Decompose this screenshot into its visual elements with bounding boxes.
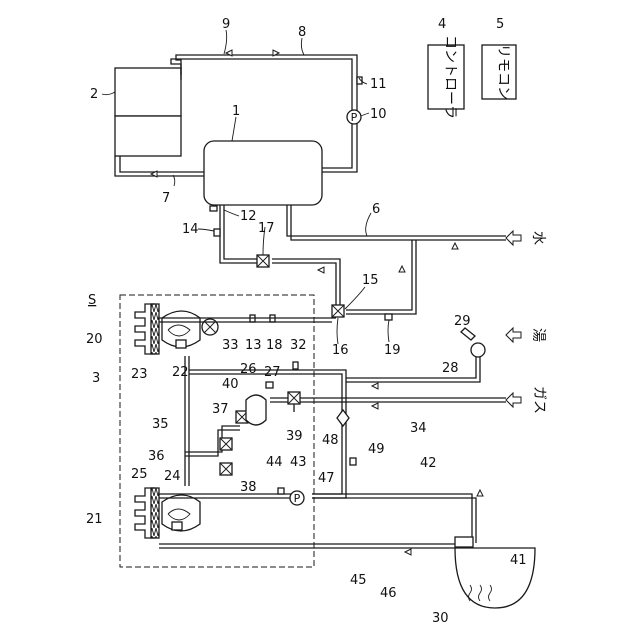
ref-12: 12 bbox=[240, 209, 257, 224]
pump-label-top: P bbox=[351, 111, 358, 124]
ref-46: 46 bbox=[380, 586, 397, 601]
ref-S: S bbox=[88, 293, 96, 308]
ref-48: 48 bbox=[322, 433, 339, 448]
ref-34: 34 bbox=[410, 421, 427, 436]
sensor-44-symbol bbox=[278, 488, 284, 494]
ref-23: 23 bbox=[131, 367, 148, 382]
ref-16: 16 bbox=[332, 343, 349, 358]
ref-24: 24 bbox=[164, 469, 181, 484]
ref-47: 47 bbox=[318, 471, 335, 486]
ref-38: 38 bbox=[240, 480, 257, 495]
ref-13: 13 bbox=[245, 338, 262, 353]
ref-1: 1 bbox=[232, 104, 240, 119]
ref-33: 33 bbox=[222, 338, 239, 353]
controller-label: コントローラ bbox=[442, 35, 458, 119]
ref-29: 29 bbox=[454, 314, 471, 329]
ref-10: 10 bbox=[370, 107, 387, 122]
ref-4: 4 bbox=[438, 17, 446, 32]
ref-3: 3 bbox=[92, 371, 100, 386]
ref-45: 45 bbox=[350, 573, 367, 588]
ref-35: 35 bbox=[152, 417, 169, 432]
water-inlet-arrow bbox=[506, 231, 521, 245]
gas-label: ガス bbox=[531, 386, 547, 414]
valve-48-symbol bbox=[337, 410, 349, 426]
ref-44: 44 bbox=[266, 455, 283, 470]
faucet-29 bbox=[461, 328, 485, 357]
ref-30: 30 bbox=[432, 611, 449, 626]
supply-pipes bbox=[270, 353, 506, 548]
heat-exchanger-20 bbox=[135, 304, 200, 354]
ref-19: 19 bbox=[384, 343, 401, 358]
gas-inlet-arrow bbox=[506, 393, 521, 407]
ref-37: 37 bbox=[212, 402, 229, 417]
ref-15: 15 bbox=[362, 273, 379, 288]
ref-9: 9 bbox=[222, 17, 230, 32]
ref-27: 27 bbox=[264, 365, 281, 380]
heat-exchanger-21 bbox=[135, 488, 200, 538]
ref-43: 43 bbox=[290, 455, 307, 470]
flow-arrows-lower bbox=[318, 243, 483, 555]
ref-7: 7 bbox=[162, 191, 170, 206]
hot-water-arrow bbox=[506, 328, 521, 342]
storage-tank bbox=[204, 141, 322, 205]
sensor-14-symbol bbox=[214, 229, 220, 236]
remote-label: リモコン bbox=[495, 44, 511, 100]
ref-40: 40 bbox=[222, 377, 239, 392]
ref-18: 18 bbox=[266, 338, 283, 353]
ref-41: 41 bbox=[510, 553, 527, 568]
ref-32: 32 bbox=[290, 338, 307, 353]
ref-11: 11 bbox=[370, 77, 387, 92]
sensor-27-symbol bbox=[266, 382, 273, 388]
ref-25: 25 bbox=[131, 467, 148, 482]
bath-30 bbox=[455, 537, 535, 608]
water-label: 水 bbox=[530, 231, 546, 245]
ref-36: 36 bbox=[148, 449, 165, 464]
ref-28: 28 bbox=[442, 361, 459, 376]
ref-17: 17 bbox=[258, 221, 275, 236]
ref-22: 22 bbox=[172, 365, 189, 380]
ref-20: 20 bbox=[86, 332, 103, 347]
sensor-49-symbol bbox=[350, 458, 356, 465]
sensor-19-symbol bbox=[385, 314, 392, 320]
ref-49: 49 bbox=[368, 442, 385, 457]
solar-panel bbox=[115, 68, 181, 156]
pump-label-43: P bbox=[294, 492, 301, 505]
ref-14: 14 bbox=[182, 222, 199, 237]
ref-6: 6 bbox=[372, 202, 380, 217]
unit-enclosure bbox=[120, 295, 314, 567]
ref-26: 26 bbox=[240, 362, 257, 377]
ref-2: 2 bbox=[90, 87, 98, 102]
sensor-32-symbol bbox=[293, 362, 298, 369]
ref-8: 8 bbox=[298, 25, 306, 40]
ref-42: 42 bbox=[420, 456, 437, 471]
ref-39: 39 bbox=[286, 429, 303, 444]
gas-governor-26 bbox=[246, 395, 266, 425]
ref-21: 21 bbox=[86, 512, 103, 527]
sensor-12-symbol bbox=[210, 206, 217, 211]
hot-water-label: 湯 bbox=[530, 328, 547, 342]
ref-5: 5 bbox=[496, 17, 504, 32]
